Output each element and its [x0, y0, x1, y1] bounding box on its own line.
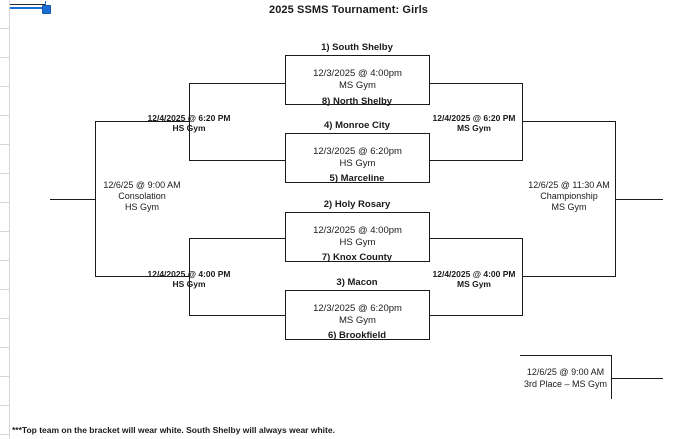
- third-place-box[interactable]: 12/6/25 @ 9:00 AM 3rd Place – MS Gym: [520, 355, 612, 399]
- sf-right-lower-spine: [522, 238, 523, 316]
- qf1-right-connector: [430, 83, 523, 84]
- sf-right-upper-spine: [522, 83, 523, 161]
- consolation-name: Consolation: [118, 191, 166, 201]
- qf3-top-team: 2) Holy Rosary: [323, 199, 391, 210]
- qf2-bottom-team: 5) Marceline: [329, 173, 385, 184]
- qf2-top-team: 4) Monroe City: [324, 120, 390, 131]
- qf4-match-box[interactable]: 12/3/2025 @ 6:20pm MS Gym: [285, 290, 430, 340]
- gutter-row-mark: [0, 318, 9, 319]
- gutter-row-mark: [0, 173, 9, 174]
- sf-left-lower-venue: HS Gym: [172, 279, 206, 289]
- gutter-row-mark: [0, 231, 9, 232]
- consolation-spine: [95, 121, 96, 277]
- qf1-left-connector: [189, 83, 285, 84]
- sf-right-upper-venue: MS Gym: [456, 123, 491, 133]
- qf2-left-connector: [189, 160, 285, 161]
- selection-handle[interactable]: [42, 5, 51, 14]
- gutter-row-mark: [0, 434, 9, 435]
- qf1-bottom-team: 8) North Shelby: [321, 96, 393, 107]
- gutter-row-mark: [0, 115, 9, 116]
- sf-left-upper-out: [95, 121, 189, 122]
- qf3-datetime: 12/3/2025 @ 4:00pm: [313, 225, 402, 236]
- footnote-text: ***Top team on the bracket will wear whi…: [12, 425, 335, 435]
- sf-right-lower-datetime: 12/4/2025 @ 4:00 PM: [432, 269, 516, 279]
- qf4-top-team: 3) Macon: [336, 277, 378, 288]
- qf1-datetime: 12/3/2025 @ 4:00pm: [313, 68, 402, 79]
- gutter-row-mark: [0, 289, 9, 290]
- championship-name: Championship: [540, 191, 598, 201]
- gutter-row-mark: [0, 347, 9, 348]
- consolation-out: [50, 199, 95, 200]
- sf-left-lower-out: [95, 276, 189, 277]
- sf-left-upper-datetime: 12/4/2025 @ 6:20 PM: [147, 113, 231, 123]
- sf-left-upper-venue: HS Gym: [172, 123, 206, 133]
- qf2-right-connector: [430, 160, 523, 161]
- consolation-datetime: 12/6/25 @ 9:00 AM: [103, 180, 181, 190]
- gutter-row-mark: [0, 144, 9, 145]
- gutter-row-mark: [0, 405, 9, 406]
- qf1-venue: MS Gym: [339, 80, 376, 91]
- qf1-match-box[interactable]: 12/3/2025 @ 4:00pm MS Gym: [285, 55, 430, 105]
- connector-shadow-line: [10, 4, 45, 5]
- championship-datetime: 12/6/25 @ 11:30 AM: [528, 180, 610, 190]
- championship-out: [615, 199, 663, 200]
- qf3-right-connector: [430, 238, 523, 239]
- gutter-row-mark: [0, 57, 9, 58]
- gutter-divider: [9, 0, 10, 439]
- gutter-row-mark: [0, 202, 9, 203]
- page-title: 2025 SSMS Tournament: Girls: [269, 4, 428, 16]
- third-place-datetime: 12/6/25 @ 9:00 AM: [526, 366, 605, 377]
- selection-tick: [45, 1, 46, 5]
- qf2-match-box[interactable]: 12/3/2025 @ 6:20pm HS Gym: [285, 133, 430, 183]
- gutter-row-mark: [0, 376, 9, 377]
- sf-right-lower-venue: MS Gym: [456, 279, 491, 289]
- qf4-datetime: 12/3/2025 @ 6:20pm: [313, 303, 402, 314]
- gutter-row-mark: [0, 86, 9, 87]
- qf3-bottom-team: 7) Knox County: [321, 252, 393, 263]
- qf1-top-team: 1) South Shelby: [321, 42, 393, 53]
- consolation-venue: HS Gym: [124, 202, 159, 212]
- qf2-datetime: 12/3/2025 @ 6:20pm: [313, 146, 402, 157]
- qf3-left-connector: [189, 238, 285, 239]
- championship-venue: MS Gym: [551, 202, 587, 212]
- qf3-match-box[interactable]: 12/3/2025 @ 4:00pm HS Gym: [285, 212, 430, 262]
- qf4-venue: MS Gym: [339, 315, 376, 326]
- selected-connector-line[interactable]: [10, 7, 46, 9]
- sf-left-upper-spine: [189, 83, 190, 161]
- qf4-bottom-team: 6) Brookfield: [327, 330, 387, 341]
- sf-right-upper-out: [522, 121, 615, 122]
- sf-right-lower-out: [522, 276, 615, 277]
- qf3-venue: HS Gym: [339, 237, 376, 248]
- qf4-left-connector: [189, 315, 285, 316]
- third-place-out: [612, 378, 663, 379]
- third-place-name: 3rd Place – MS Gym: [523, 378, 608, 389]
- sf-left-lower-datetime: 12/4/2025 @ 4:00 PM: [147, 269, 231, 279]
- sf-right-upper-datetime: 12/4/2025 @ 6:20 PM: [432, 113, 516, 123]
- gutter-row-mark: [0, 28, 9, 29]
- gutter-row-mark: [0, 260, 9, 261]
- qf2-venue: HS Gym: [339, 158, 376, 169]
- sf-left-lower-spine: [189, 238, 190, 316]
- qf4-right-connector: [430, 315, 523, 316]
